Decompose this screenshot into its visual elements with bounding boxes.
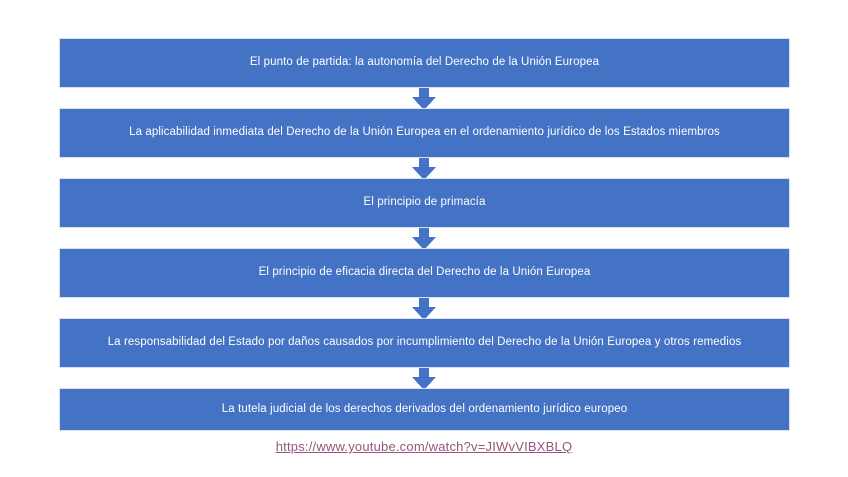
youtube-source-link[interactable]: https://www.youtube.com/watch?v=JIWvVIBX… xyxy=(275,439,573,454)
flow-step-5: La responsabilidad del Estado por daños … xyxy=(59,318,790,368)
flow-step-6-label: La tutela judicial de los derechos deriv… xyxy=(221,402,628,415)
flow-step-3: El principio de primacía xyxy=(59,178,790,228)
flow-step-2: La aplicabilidad inmediata del Derecho d… xyxy=(59,108,790,158)
source-link-container: https://www.youtube.com/watch?v=JIWvVIBX… xyxy=(0,438,848,456)
flow-step-3-label: El principio de primacía xyxy=(363,196,486,209)
flow-step-6: La tutela judicial de los derechos deriv… xyxy=(59,388,790,431)
flow-step-4: El principio de eficacia directa del Der… xyxy=(59,248,790,298)
arrow-down-icon-4 xyxy=(412,298,436,320)
flow-step-2-label: La aplicabilidad inmediata del Derecho d… xyxy=(129,126,720,139)
arrow-down-icon-1 xyxy=(412,88,436,110)
arrow-down-icon-3 xyxy=(412,228,436,250)
arrow-down-icon-2 xyxy=(412,158,436,180)
arrow-down-icon-5 xyxy=(412,368,436,390)
flow-step-1-label: El punto de partida: la autonomía del De… xyxy=(249,56,600,69)
flow-step-4-label: El principio de eficacia directa del Der… xyxy=(258,266,591,279)
flow-step-5-label: La responsabilidad del Estado por daños … xyxy=(107,336,742,349)
flow-step-1: El punto de partida: la autonomía del De… xyxy=(59,38,790,88)
